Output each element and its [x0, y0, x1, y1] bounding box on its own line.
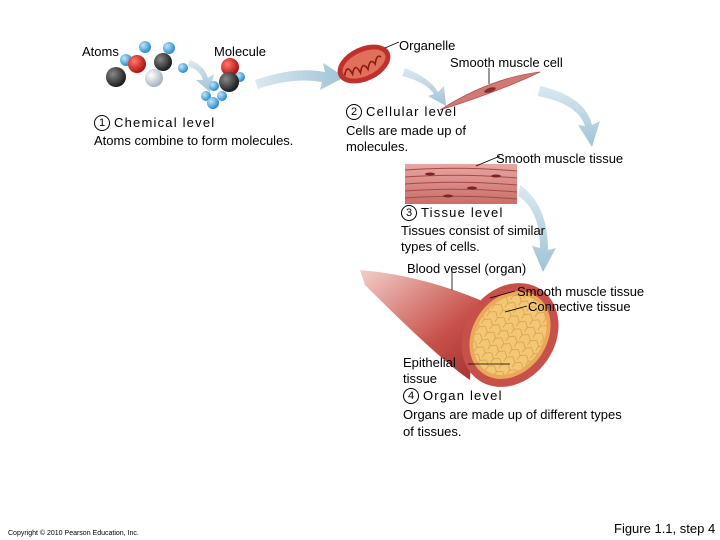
- epithelial-label-1: Epithelial: [403, 355, 456, 370]
- smooth-muscle-tissue-illustration: [404, 164, 518, 204]
- tissue-leader: [475, 155, 501, 167]
- arrow-cell-to-tissue: [538, 86, 600, 147]
- mitochondrion-illustration: [337, 44, 391, 84]
- organ-level-desc-2: of tissues.: [403, 424, 462, 439]
- cellular-level-title: Cellular level: [366, 104, 458, 119]
- tissue-level-desc-1: Tissues consist of similar: [401, 223, 545, 238]
- arrow-molecule-to-organelle: [255, 63, 345, 90]
- figure-caption: Figure 1.1, step 4: [614, 521, 716, 536]
- step-2-badge: 2: [346, 104, 362, 120]
- cellular-level-desc-2: molecules.: [346, 139, 409, 154]
- arrow-organelle-to-cell: [402, 68, 446, 106]
- cellular-level-heading: 2 Cellular level: [346, 104, 457, 120]
- organ-level-title: Organ level: [423, 388, 503, 403]
- atoms-label: Atoms: [82, 44, 119, 59]
- arrow-tissue-to-organ: [518, 185, 556, 272]
- connective-leader: [504, 305, 528, 313]
- step-3-badge: 3: [401, 205, 417, 221]
- vessel-muscle-leader: [489, 290, 516, 299]
- blood-vessel-label: Blood vessel (organ): [407, 261, 527, 276]
- chemical-level-heading: 1 Chemical level: [94, 115, 215, 131]
- arrow-atoms-to-molecule: [188, 60, 214, 92]
- organelle-label: Organelle: [399, 38, 456, 53]
- step-4-badge: 4: [403, 388, 419, 404]
- chemical-level-desc: Atoms combine to form molecules.: [94, 133, 294, 148]
- organelle-leader: [384, 41, 400, 49]
- organ-level-desc-1: Organs are made up of different types: [403, 407, 622, 422]
- connective-tissue-label: Connective tissue: [528, 299, 631, 314]
- blood-vessel-illustration: [360, 270, 559, 387]
- tissue-level-title: Tissue level: [421, 205, 504, 220]
- cellular-level-desc-1: Cells are made up of: [346, 123, 466, 138]
- molecule-illustration: [201, 58, 245, 109]
- molecule-label: Molecule: [214, 44, 267, 59]
- epithelial-label-2: tissue: [403, 371, 437, 386]
- smooth-muscle-tissue-label: Smooth muscle tissue: [496, 151, 624, 166]
- vessel-smooth-muscle-label: Smooth muscle tissue: [517, 284, 645, 299]
- atoms-illustration: [106, 41, 188, 87]
- tissue-level-heading: 3 Tissue level: [401, 205, 504, 221]
- chemical-level-title: Chemical level: [114, 115, 216, 130]
- step-1-badge: 1: [94, 115, 110, 131]
- copyright-text: Copyright © 2010 Pearson Education, Inc.: [8, 530, 139, 537]
- smooth-muscle-cell-label: Smooth muscle cell: [450, 55, 563, 70]
- organ-level-heading: 4 Organ level: [403, 388, 503, 404]
- tissue-level-desc-2: types of cells.: [401, 239, 480, 254]
